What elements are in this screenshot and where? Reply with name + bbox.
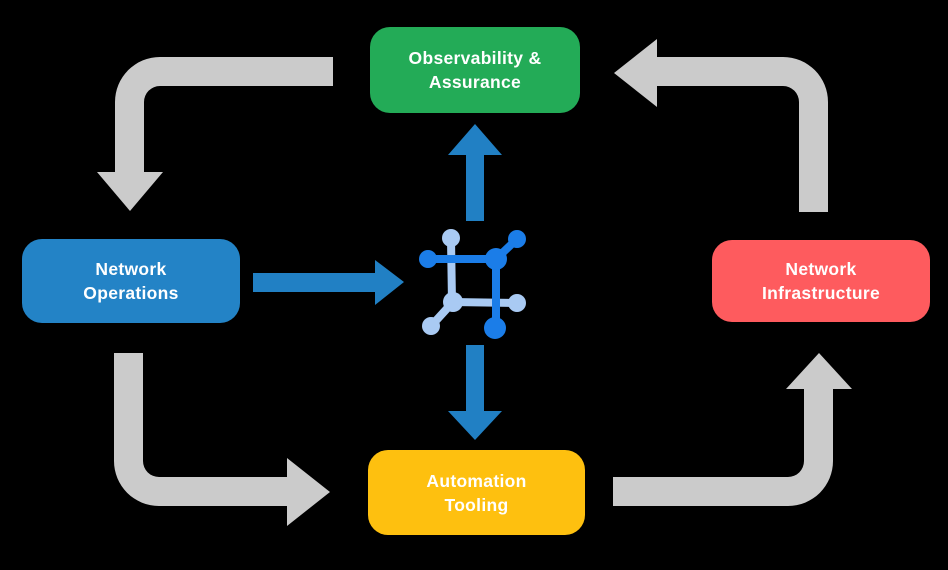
node-label-line: Network	[785, 259, 857, 279]
node-network-infrastructure: Network Infrastructure	[712, 240, 930, 322]
arrow-center-to-observability	[448, 124, 502, 221]
node-label-line: Infrastructure	[762, 283, 880, 303]
arrow-operations-to-center	[253, 260, 404, 305]
node-label-line: Network	[95, 259, 167, 279]
node-label-line: Assurance	[428, 72, 522, 92]
gray-arrows-group	[97, 39, 852, 526]
node-observability-assurance: Observability & Assurance	[370, 27, 580, 113]
node-network-operations: Network Operations	[22, 239, 240, 323]
node-label-line: Automation	[426, 470, 527, 491]
mesh-dark-parts	[419, 230, 526, 339]
arrow-operations-to-automation	[114, 353, 330, 526]
node-automation-tooling: Automation Tooling	[368, 450, 585, 535]
arrow-infrastructure-to-observability	[614, 39, 828, 212]
network-mesh-icon	[419, 229, 526, 339]
arrow-center-to-automation	[448, 345, 502, 440]
node-label-line: Observability &	[408, 48, 542, 68]
arrow-observability-to-operations	[97, 57, 333, 211]
arrow-automation-to-infrastructure	[613, 353, 852, 506]
mesh-light-parts	[422, 229, 526, 335]
node-label-line: Operations	[83, 283, 179, 303]
blue-arrows-group	[253, 124, 502, 440]
node-label-line: Tooling	[444, 494, 509, 515]
